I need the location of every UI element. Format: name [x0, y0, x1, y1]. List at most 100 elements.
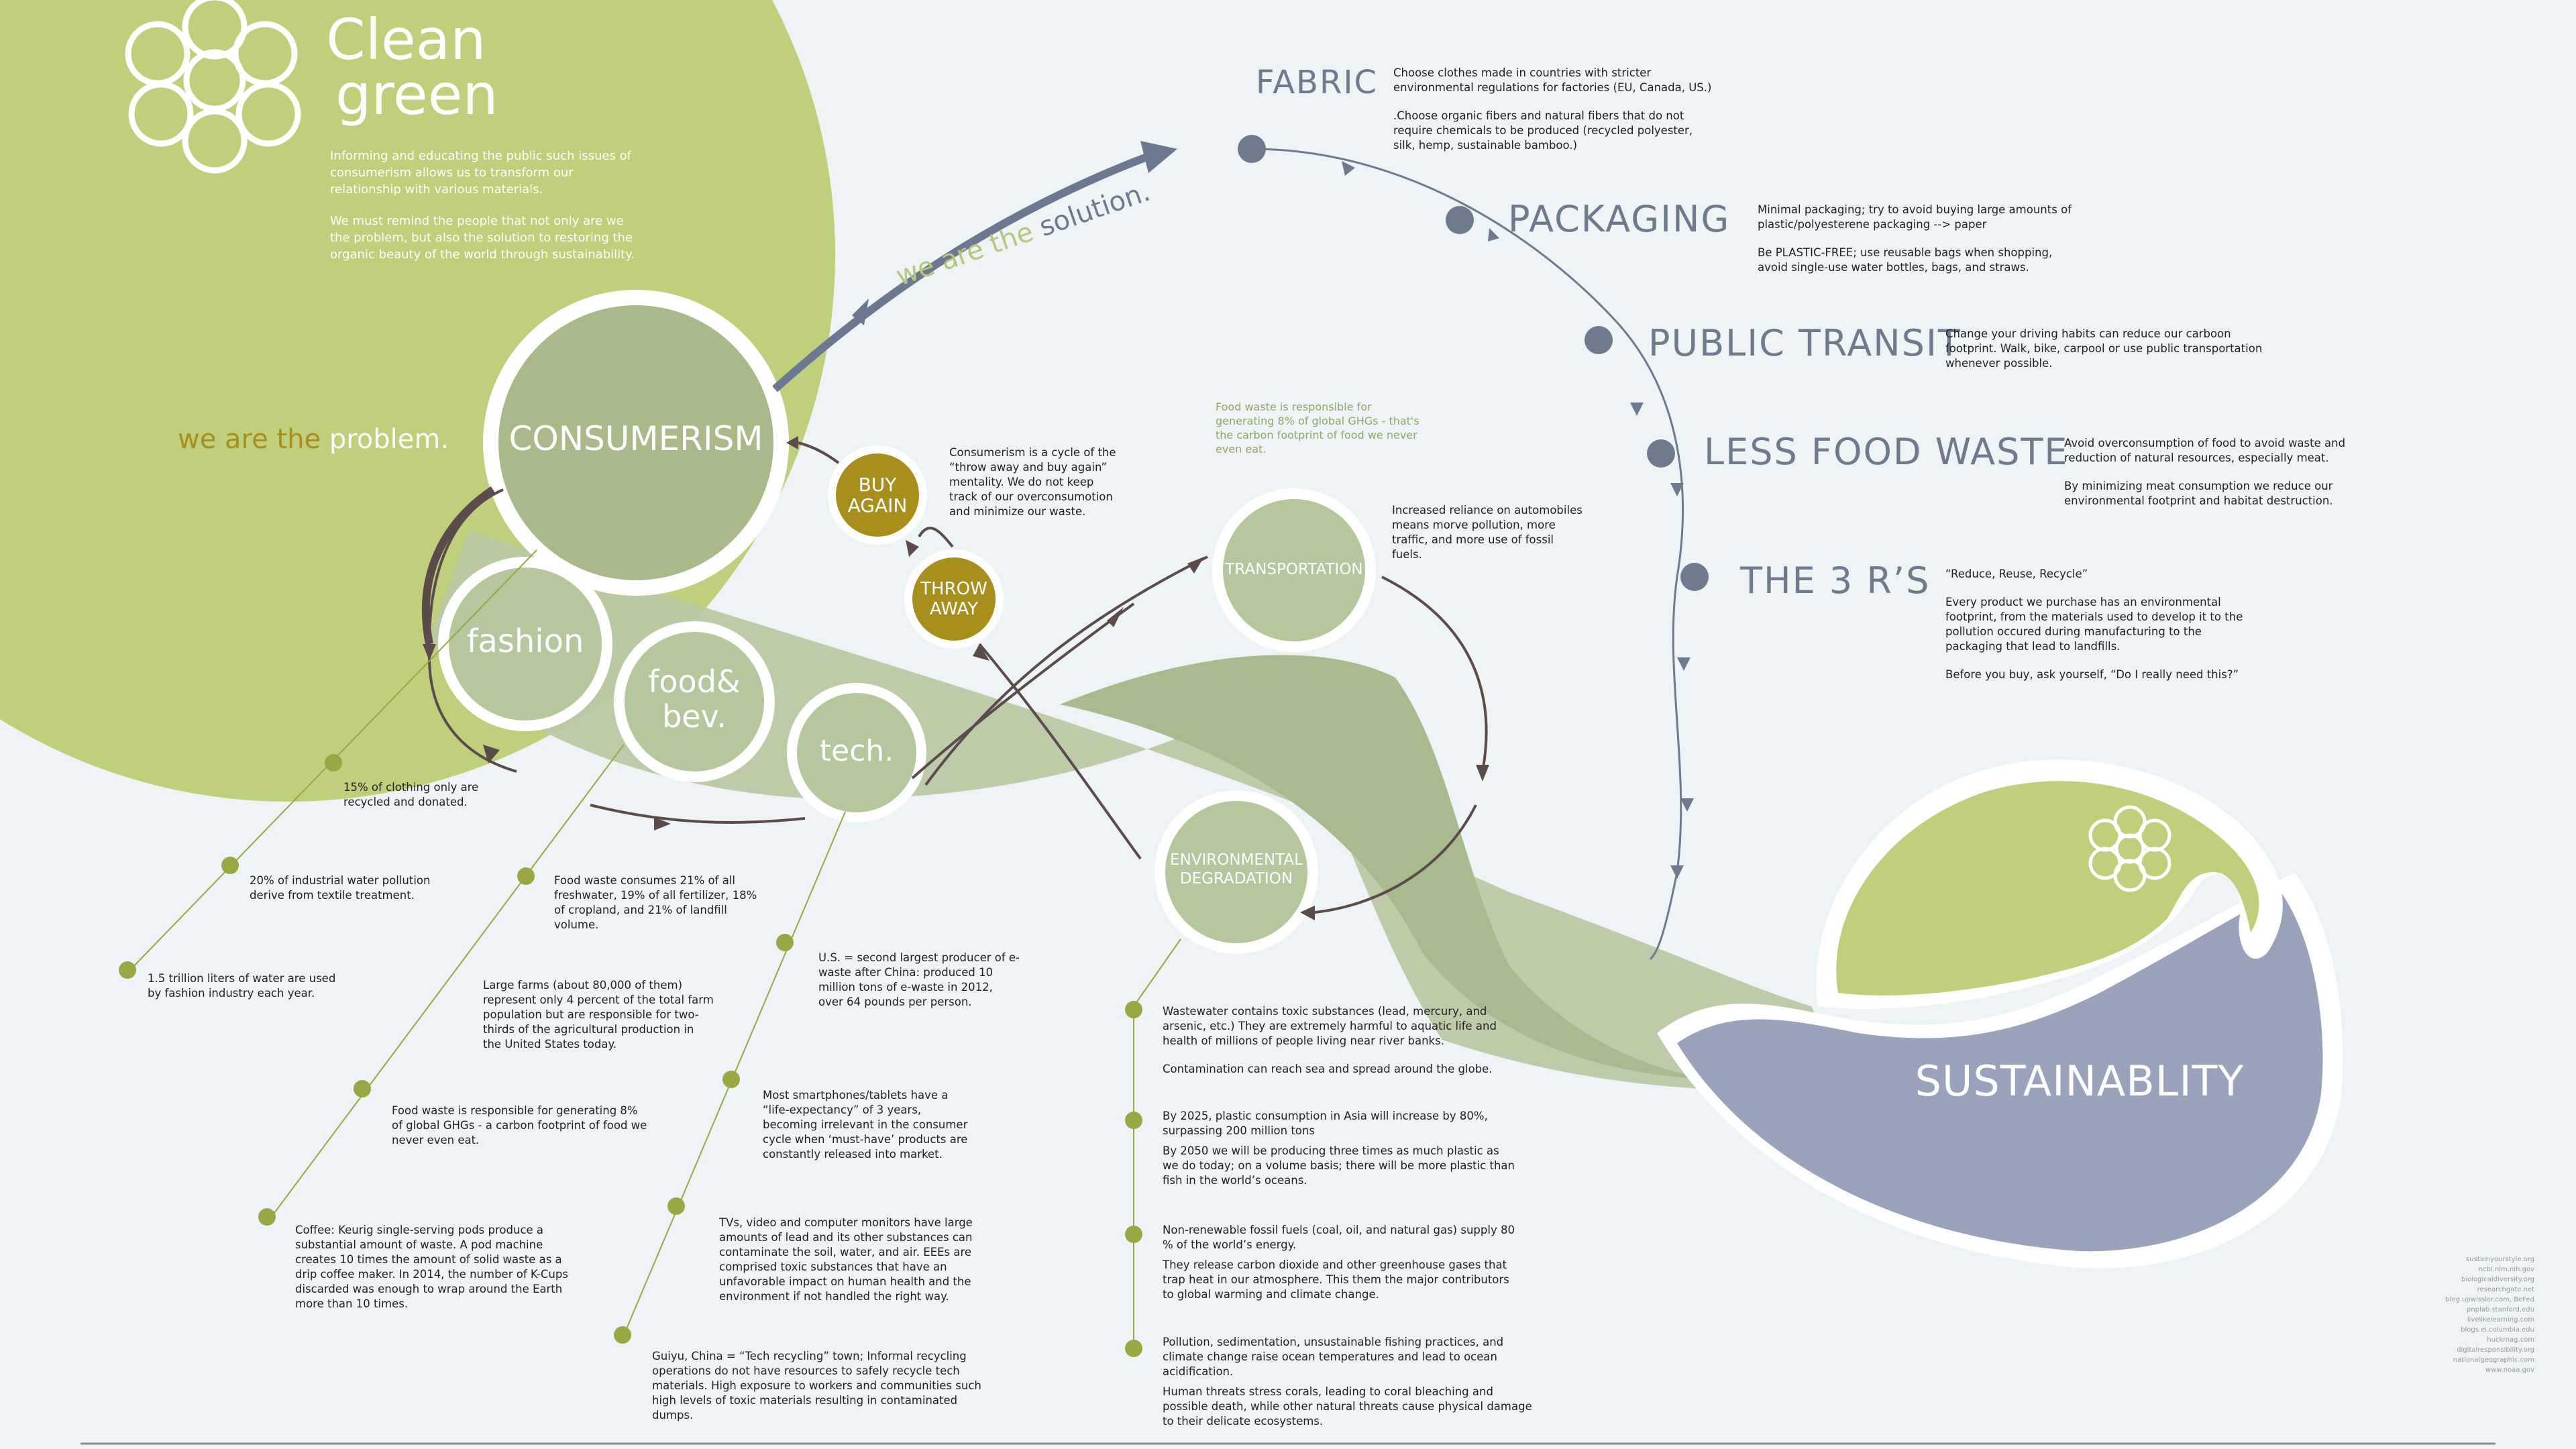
env-fact-2-p1: By 2025, plastic consumption in Asia wil… — [1163, 1110, 1488, 1137]
sustainability-slate-fill — [1677, 892, 2323, 1252]
problem-slogan: we are the problem. — [178, 424, 449, 455]
env-fact-3: Non-renewable fossil fuels (coal, oil, a… — [1163, 1223, 1518, 1316]
buy-again-label: BUY AGAIN — [836, 474, 919, 516]
source-item: digitalresponsibility.org — [2457, 1346, 2534, 1354]
throw-away-line1: THROW — [920, 579, 987, 599]
brand-title: Clean green — [326, 7, 498, 127]
foodwaste-text: Avoid overconsumption of food to avoid w… — [2064, 436, 2373, 522]
food-ghg-note: Food waste is responsible for generating… — [1216, 400, 1419, 455]
transportation-label: TRANSPORTATION — [1225, 561, 1363, 578]
source-item: biologicaldiversity.org — [2461, 1276, 2534, 1283]
3rs-text: “Reduce, Reuse, Recycle” Every product w… — [1945, 567, 2261, 696]
buy-again-line2: AGAIN — [847, 494, 908, 517]
sources-list: sustainyourstyle.org ncbi.nlm.nih.gov bi… — [2333, 1254, 2534, 1375]
brand-title-line2: green — [335, 62, 498, 127]
food-fact-3: Food waste is responsible for generating… — [392, 1104, 647, 1146]
buy-again-circle — [836, 453, 919, 537]
source-item: huckmag.com — [2487, 1336, 2534, 1344]
throw-away-line2: AWAY — [929, 599, 979, 619]
throw-away-circle — [912, 557, 996, 641]
3rs-text-p1: “Reduce, Reuse, Recycle” — [1945, 568, 2088, 580]
3rs-text-p2: Every product we purchase has an environ… — [1945, 596, 2243, 653]
env-fact-1-p1: Wastewater contains toxic substances (le… — [1163, 1005, 1497, 1047]
transportation-circle — [1223, 499, 1365, 641]
foodwaste-text-p1: Avoid overconsumption of food to avoid w… — [2064, 437, 2346, 464]
food-circle — [625, 632, 764, 771]
food-fact-4: Coffee: Keurig single-serving pods produ… — [295, 1224, 568, 1310]
packaging-text-p2: Be PLASTIC-FREE; use reusable bags when … — [1758, 246, 2053, 274]
buy-again-line1: BUY — [858, 474, 897, 496]
env-fact-4-p1: Pollution, sedimentation, unsustainable … — [1163, 1336, 1504, 1378]
source-item: nationalgeographic.com — [2453, 1356, 2534, 1364]
tech-label: tech. — [819, 734, 894, 768]
brand-intro: Informing and educating the public such … — [330, 148, 645, 278]
source-item: researchgate.net — [2477, 1286, 2534, 1293]
food-label-line2: bev. — [662, 698, 727, 735]
source-item: ncbi.nlm.nih.gov — [2478, 1266, 2534, 1273]
food-fact-2: Large farms (about 80,000 of them) repre… — [483, 979, 714, 1051]
fashion-label: fashion — [466, 623, 584, 660]
foodwaste-title: LESS FOOD WASTE — [1704, 431, 2069, 473]
source-item: www.noaa.gov — [2485, 1366, 2534, 1374]
cycle-note: Consumerism is a cycle of the “throw awa… — [949, 446, 1116, 518]
foodwaste-dot — [1647, 439, 1675, 468]
3rs-dot — [1680, 563, 1709, 591]
source-item: blogs.ei.columbia.edu — [2461, 1326, 2534, 1334]
source-item: blog.upwissler.com, BeFed — [2445, 1296, 2534, 1303]
cycle-arrowheads — [423, 436, 1489, 920]
cycle-arrows — [428, 441, 1488, 914]
env-fact-4: Pollution, sedimentation, unsustainable … — [1163, 1335, 1538, 1442]
env-fact-1-p2: Contamination can reach sea and spread a… — [1163, 1063, 1493, 1075]
food-label: food& bev. — [625, 664, 764, 734]
food-label-line1: food& — [648, 663, 741, 700]
fabric-text: Choose clothes made in countries with st… — [1393, 66, 1715, 166]
consumerism-circle — [498, 305, 773, 580]
leader-dots — [119, 754, 1142, 1357]
tech-fact-4: Guiyu, China = “Tech recycling” town; In… — [652, 1350, 981, 1421]
env-fact-3-p2: They release carbon dioxide and other gr… — [1163, 1258, 1509, 1301]
problem-slogan-a: we are the — [178, 424, 329, 455]
packaging-text: Minimal packaging; try to avoid buying l… — [1758, 203, 2073, 288]
transit-dot — [1585, 326, 1613, 354]
packaging-dot — [1446, 206, 1474, 234]
sustainability-label: SUSTAINABLITY — [1915, 1057, 2245, 1106]
throw-away-label: THROW AWAY — [912, 579, 996, 619]
source-item: sustainyourstyle.org — [2466, 1256, 2534, 1263]
fabric-text-p1: Choose clothes made in countries with st… — [1393, 66, 1712, 94]
solution-arrow-tick — [852, 299, 869, 325]
fashion-fact-3: 1.5 trillion liters of water are used by… — [148, 972, 336, 1000]
brand-title-line1: Clean — [326, 7, 486, 72]
sustainability-green-fill — [1836, 781, 2259, 996]
tech-fact-2: Most smartphones/tablets have a “life-ex… — [763, 1089, 968, 1161]
tech-circle — [797, 693, 916, 812]
fashion-fact-1: 15% of clothing only are recycled and do… — [343, 781, 479, 808]
transport-note: Increased reliance on automobiles means … — [1392, 504, 1582, 561]
intro-paragraph-2: We must remind the people that not only … — [330, 214, 635, 262]
sage-swoosh — [1060, 655, 1717, 1080]
solution-arrowhead — [1140, 141, 1177, 173]
food-fact-1: Food waste consumes 21% of all freshwate… — [554, 874, 757, 931]
problem-arc — [421, 486, 496, 645]
transit-title: PUBLIC TRANSIT — [1648, 322, 1962, 364]
envdeg-label: ENVIRONMENTAL DEGRADATION — [1165, 851, 1307, 888]
fabric-title: FABRIC — [1256, 64, 1378, 101]
source-item: pnplab.stanford.edu — [2466, 1306, 2534, 1313]
fashion-fact-2: 20% of industrial water pollution derive… — [250, 874, 431, 902]
envdeg-circle — [1165, 801, 1307, 943]
envdeg-line1: ENVIRONMENTAL — [1170, 851, 1303, 869]
3rs-text-p3: Before you buy, ask yourself, “Do I real… — [1945, 668, 2239, 681]
env-fact-2-p2: By 2050 we will be producing three times… — [1163, 1144, 1515, 1187]
solution-arrow — [771, 150, 1156, 392]
fabric-text-p2: .Choose organic fibers and natural fiber… — [1393, 109, 1693, 152]
tech-fact-3: TVs, video and computer monitors have la… — [719, 1216, 973, 1303]
transit-text: Change your driving habits can reduce ou… — [1945, 327, 2267, 384]
packaging-title: PACKAGING — [1508, 198, 1731, 240]
envdeg-line2: DEGRADATION — [1179, 870, 1293, 888]
fabric-dot — [1238, 135, 1266, 163]
fashion-circle — [449, 568, 602, 720]
3rs-title: THE 3 R’S — [1740, 559, 1931, 602]
flower-icon — [125, 0, 301, 174]
solutions-arrowheads — [1342, 161, 1694, 879]
